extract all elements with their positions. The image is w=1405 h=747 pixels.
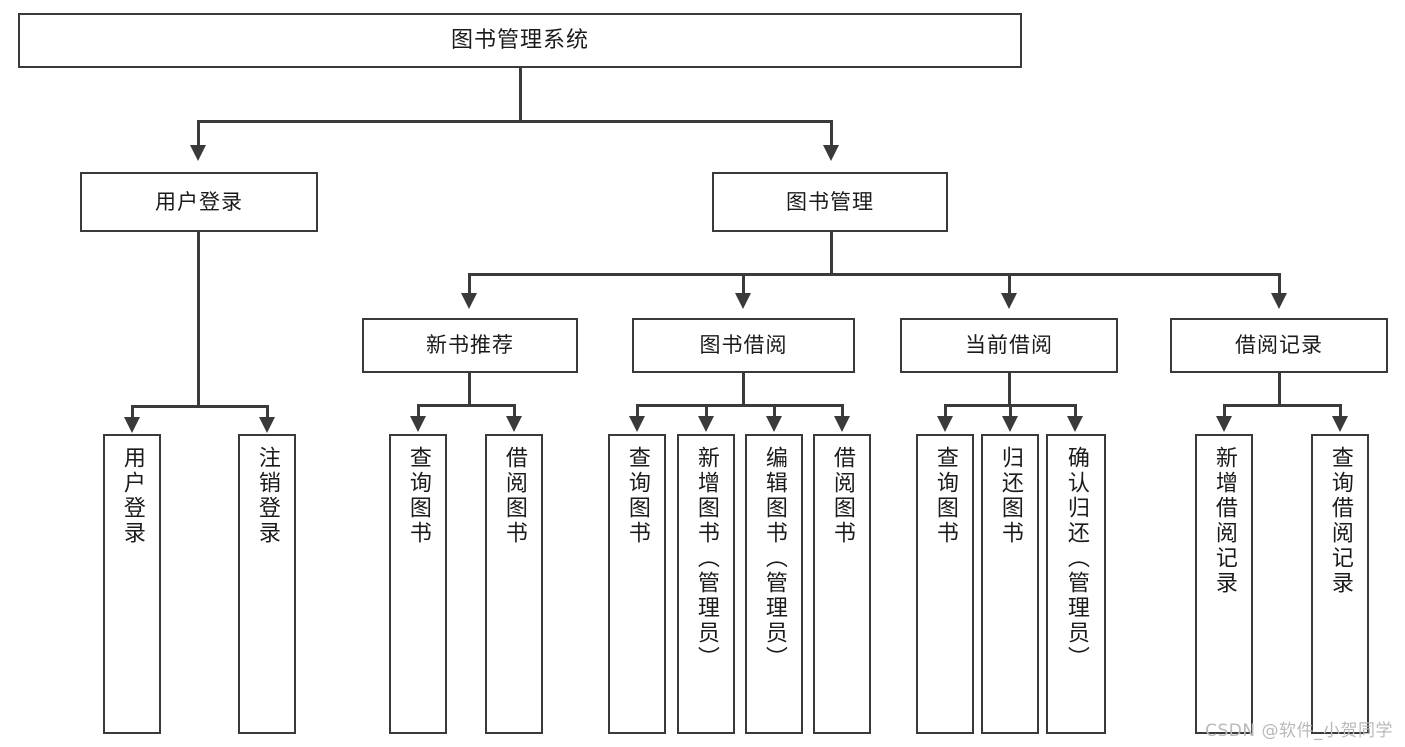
connector-borrow-record-drop-2 [1339, 404, 1342, 418]
node-label: 新增图书（管理员） [693, 446, 719, 671]
arrowhead-user-login [190, 145, 206, 161]
node-label: 注销登录 [254, 446, 280, 546]
connector-borrow-record-drop-1 [1223, 404, 1226, 418]
csdn-watermark: CSDN @软件_小贺同学 [1205, 721, 1393, 741]
node-leaf-edit-book[interactable]: 编辑图书（管理员） [745, 434, 803, 734]
connector-current-borrow-stem [1008, 373, 1011, 406]
connector-level2-drop-4 [1278, 273, 1281, 295]
connector-new-book-drop-1 [417, 404, 420, 418]
connector-level2-drop-2 [742, 273, 745, 295]
node-leaf-query-book-3[interactable]: 查询图书 [916, 434, 974, 734]
arrowhead-leaf-add-record [1216, 416, 1232, 432]
node-label: 查询图书 [624, 446, 650, 546]
connector-level2-drop-1 [468, 273, 471, 295]
arrowhead-new-book-recommend [461, 293, 477, 309]
node-root-system[interactable]: 图书管理系统 [18, 13, 1022, 68]
node-leaf-borrow-book-1[interactable]: 借阅图书 [485, 434, 543, 734]
connector-current-borrow-drop-2 [1009, 404, 1012, 418]
connector-borrow-record-bus [1223, 404, 1341, 407]
connector-book-manage-stem [830, 232, 833, 275]
arrowhead-book-manage [823, 145, 839, 161]
node-label: 当前借阅 [965, 333, 1053, 358]
connector-user-login-bus [131, 405, 268, 408]
node-leaf-borrow-book-2[interactable]: 借阅图书 [813, 434, 871, 734]
connector-user-login-drop-1 [131, 405, 134, 419]
connector-root-to-user-login [197, 120, 200, 147]
arrowhead-leaf-query-book-1 [410, 416, 426, 432]
arrowhead-leaf-query-record [1332, 416, 1348, 432]
connector-book-borrow-stem [742, 373, 745, 406]
node-label: 用户登录 [155, 189, 243, 214]
connector-book-borrow-drop-3 [773, 404, 776, 418]
connector-level2-drop-3 [1008, 273, 1011, 295]
arrowhead-book-borrow [735, 293, 751, 309]
connector-level2-bus [468, 273, 1280, 276]
connector-book-borrow-drop-2 [705, 404, 708, 418]
arrowhead-leaf-add-book [698, 416, 714, 432]
connector-current-borrow-drop-1 [944, 404, 947, 418]
connector-current-borrow-drop-3 [1074, 404, 1077, 418]
node-leaf-query-book-2[interactable]: 查询图书 [608, 434, 666, 734]
node-leaf-add-book[interactable]: 新增图书（管理员） [677, 434, 735, 734]
node-label: 新增借阅记录 [1211, 446, 1237, 596]
node-label: 图书管理系统 [450, 27, 589, 53]
arrowhead-leaf-user-login [124, 417, 140, 433]
node-leaf-logout-login[interactable]: 注销登录 [238, 434, 296, 734]
arrowhead-current-borrow [1001, 293, 1017, 309]
node-label: 编辑图书（管理员） [761, 446, 787, 671]
node-label: 借阅图书 [829, 446, 855, 546]
node-borrow-record[interactable]: 借阅记录 [1170, 318, 1388, 373]
arrowhead-leaf-query-book-2 [629, 416, 645, 432]
arrowhead-leaf-logout-login [259, 417, 275, 433]
node-user-login[interactable]: 用户登录 [80, 172, 318, 232]
node-label: 归还图书 [997, 446, 1023, 546]
node-leaf-confirm-return[interactable]: 确认归还（管理员） [1046, 434, 1106, 734]
node-label: 借阅记录 [1235, 333, 1323, 358]
node-book-borrow[interactable]: 图书借阅 [632, 318, 855, 373]
node-current-borrow[interactable]: 当前借阅 [900, 318, 1118, 373]
node-label: 新书推荐 [426, 333, 514, 358]
node-leaf-add-record[interactable]: 新增借阅记录 [1195, 434, 1253, 734]
node-book-manage[interactable]: 图书管理 [712, 172, 948, 232]
node-leaf-return-book[interactable]: 归还图书 [981, 434, 1039, 734]
arrowhead-leaf-borrow-book-2 [834, 416, 850, 432]
connector-new-book-stem [468, 373, 471, 406]
connector-root-stem [519, 68, 522, 120]
node-leaf-user-login[interactable]: 用户登录 [103, 434, 161, 734]
connector-root-to-book-manage [830, 120, 833, 147]
arrowhead-leaf-confirm-return [1067, 416, 1083, 432]
connector-book-borrow-drop-4 [841, 404, 844, 418]
connector-root-bus [197, 120, 833, 123]
node-label: 查询图书 [932, 446, 958, 546]
node-new-book-recommend[interactable]: 新书推荐 [362, 318, 578, 373]
connector-user-login-stem [197, 232, 200, 407]
node-label: 查询借阅记录 [1327, 446, 1353, 596]
connector-new-book-bus [417, 404, 515, 407]
arrowhead-leaf-borrow-book-1 [506, 416, 522, 432]
connector-book-borrow-bus [636, 404, 844, 407]
arrowhead-leaf-return-book [1002, 416, 1018, 432]
connector-book-borrow-drop-1 [636, 404, 639, 418]
node-leaf-query-book-1[interactable]: 查询图书 [389, 434, 447, 734]
connector-user-login-drop-2 [266, 405, 269, 419]
node-label: 图书借阅 [699, 333, 788, 358]
node-label: 查询图书 [405, 446, 431, 546]
arrowhead-borrow-record [1271, 293, 1287, 309]
node-label: 图书管理 [786, 189, 874, 214]
node-label: 借阅图书 [501, 446, 527, 546]
node-leaf-query-record[interactable]: 查询借阅记录 [1311, 434, 1369, 734]
node-label: 用户登录 [119, 446, 145, 546]
node-label: 确认归还（管理员） [1063, 446, 1089, 671]
arrowhead-leaf-query-book-3 [937, 416, 953, 432]
arrowhead-leaf-edit-book [766, 416, 782, 432]
connector-borrow-record-stem [1278, 373, 1281, 406]
connector-new-book-drop-2 [513, 404, 516, 418]
